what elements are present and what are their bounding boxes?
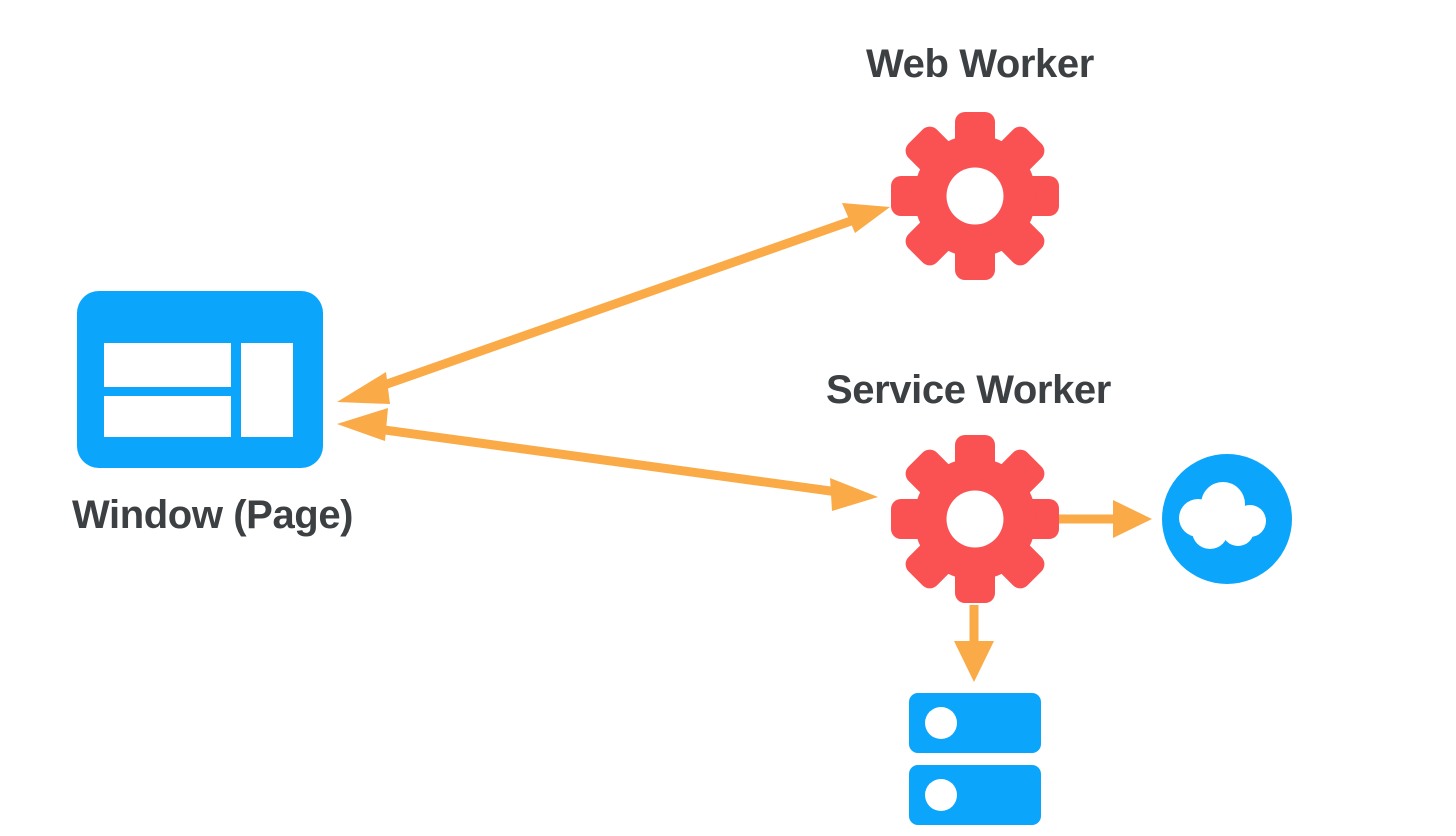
edge-service-worker-cloud (1053, 500, 1152, 538)
cloud-icon[interactable] (1162, 454, 1292, 584)
edge-service-worker-database (954, 605, 994, 682)
gear-icon-web-worker[interactable] (891, 106, 1091, 280)
browser-window-icon[interactable] (77, 291, 323, 468)
gear-icon-service-worker[interactable] (891, 435, 1059, 603)
window-page-label: Window (Page) (72, 493, 354, 537)
edge-window-web-worker (337, 203, 890, 404)
database-icon[interactable] (909, 693, 1041, 825)
edge-window-service-worker (337, 408, 878, 511)
service-worker-label: Service Worker (826, 368, 1111, 412)
web-worker-label: Web Worker (866, 42, 1094, 86)
cloud-glyph (1179, 482, 1266, 549)
